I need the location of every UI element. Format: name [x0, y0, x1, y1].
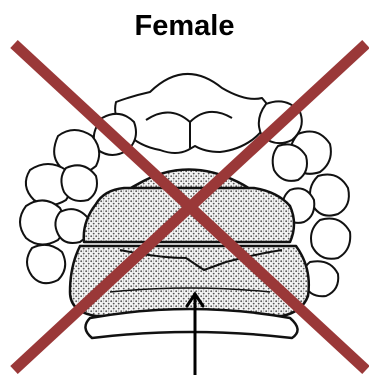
- abdomen-rim: [85, 309, 297, 338]
- leg-base-right: [273, 144, 307, 181]
- leg-base-left: [27, 245, 65, 283]
- sternum-plate: [115, 74, 272, 153]
- leg-base-right: [311, 219, 350, 259]
- leg-base-right: [310, 175, 349, 216]
- leg-base-left: [61, 165, 97, 201]
- abdomen-flap: [70, 169, 309, 338]
